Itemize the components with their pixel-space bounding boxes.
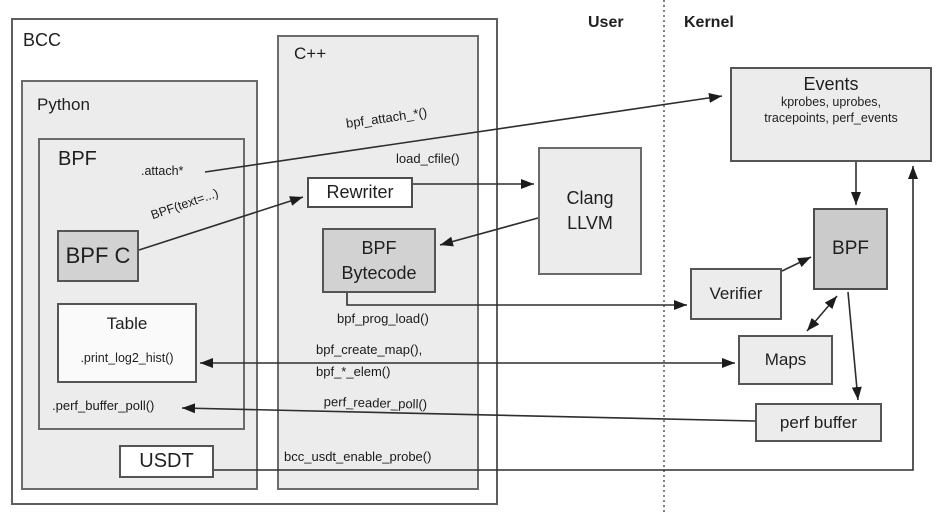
python-title: Python	[37, 95, 90, 114]
bpf-c-label: BPF C	[65, 243, 131, 268]
perf-buffer-label: perf buffer	[779, 412, 858, 432]
perf-reader-poll-api-label: perf_reader_poll()	[323, 394, 428, 412]
rewriter-box: Rewriter	[307, 177, 413, 208]
usdt-box: USDT	[119, 445, 214, 478]
print-log2-hist-label: .print_log2_hist()	[80, 351, 174, 365]
bcc-usdt-enable-probe-api-label: bcc_usdt_enable_probe()	[284, 449, 432, 464]
python-bpf-title: BPF	[58, 148, 97, 170]
bpf-elem-api-label: bpf_*_elem()	[316, 364, 391, 379]
events-sub2: tracepoints, perf_events	[764, 110, 898, 125]
cpp-title: C++	[294, 44, 327, 63]
perf-buffer-poll-api-label: .perf_buffer_poll()	[52, 398, 155, 413]
kernel-region-label: Kernel	[684, 14, 734, 31]
arrow-verifier-to-bpf	[781, 256, 812, 272]
table-box: Table .print_log2_hist()	[57, 303, 197, 383]
kernel-bpf-box: BPF	[813, 208, 888, 290]
events-sub1: kprobes, uprobes,	[780, 95, 882, 109]
verifier-label: Verifier	[709, 284, 763, 303]
user-region-label: User	[588, 14, 624, 31]
bcc-title: BCC	[23, 30, 62, 50]
python-bpf-module-box	[38, 138, 245, 430]
bpf-c-box: BPF C	[57, 230, 139, 282]
kernel-bpf-label: BPF	[832, 238, 869, 259]
bpf-prog-load-api-label: bpf_prog_load()	[337, 311, 429, 326]
events-title: Events	[803, 74, 859, 94]
arrow-bpf-to-perf-buffer	[847, 291, 862, 401]
verifier-box: Verifier	[690, 268, 782, 320]
perf-buffer-box: perf buffer	[755, 403, 882, 442]
maps-box: Maps	[738, 335, 833, 385]
table-title: Table	[106, 314, 148, 333]
events-box: Events kprobes, uprobes, tracepoints, pe…	[730, 67, 932, 162]
attach-api-label: .attach*	[141, 164, 184, 178]
usdt-label: USDT	[139, 450, 194, 472]
load-cfile-api-label: load_cfile()	[396, 151, 460, 166]
maps-label: Maps	[764, 350, 807, 369]
rewriter-label: Rewriter	[326, 182, 394, 202]
arrow-bpf-maps-bidirectional	[806, 295, 838, 332]
bpf-create-map-api-label: bpf_create_map(),	[316, 342, 423, 357]
